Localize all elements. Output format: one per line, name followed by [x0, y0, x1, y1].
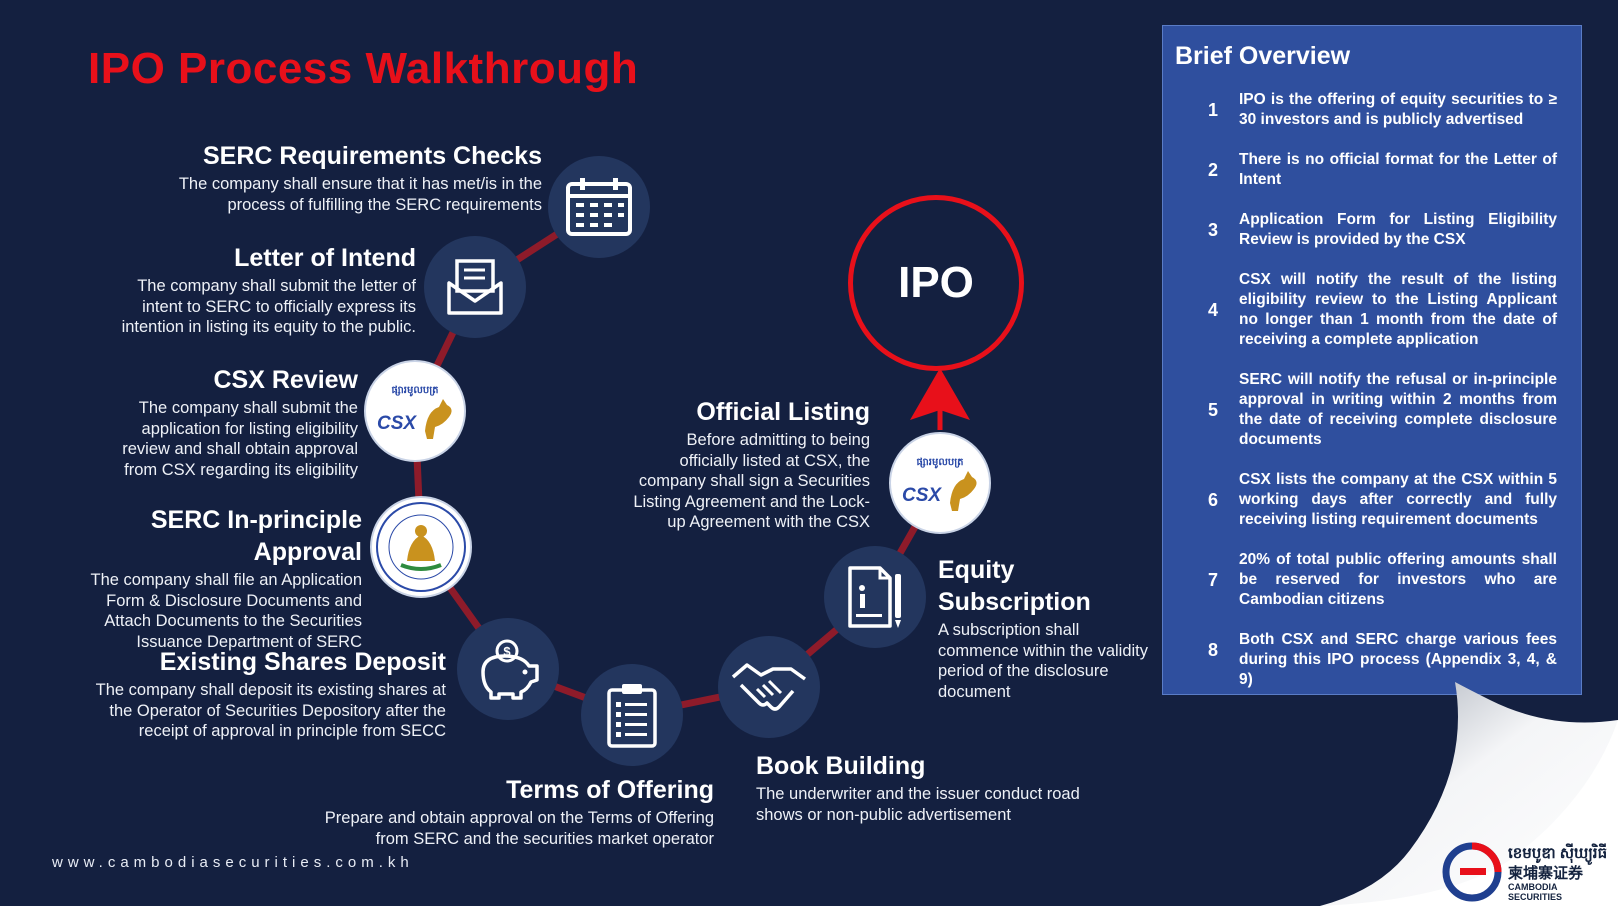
step-title: Official Listing — [696, 398, 870, 426]
up-arrow — [910, 368, 970, 430]
letter-of-intend-node — [424, 236, 526, 338]
page-curl — [1320, 682, 1618, 906]
existing-shares-node: $ — [457, 618, 559, 720]
overview-item-number: 3 — [1207, 220, 1218, 240]
overview-item-number: 6 — [1207, 490, 1218, 510]
step-description: A subscription shall commence within the… — [938, 621, 1149, 701]
overview-item-number: 1 — [1207, 100, 1218, 120]
csx-review-node: ផ្សារមូលបត្រ CSX — [364, 360, 466, 462]
step-title: CSX Review — [213, 366, 358, 394]
step-description: Prepare and obtain approval on the Terms… — [324, 809, 714, 848]
step-terms-offering: Terms of Offering Prepare and obtain app… — [312, 774, 714, 849]
envelope-letter-icon — [447, 259, 503, 315]
overview-item-text: CSX will notify the result of the listin… — [1239, 271, 1557, 348]
step-description: The company shall file an Application Fo… — [90, 571, 363, 651]
serc-requirements-node — [548, 156, 650, 258]
step-description: The company shall deposit its existing s… — [95, 681, 446, 740]
step-description: The company shall submit the application… — [122, 399, 358, 479]
step-title: SERC In-principle Approval — [150, 506, 362, 566]
ipo-label: IPO — [898, 258, 974, 307]
overview-item-text: CSX lists the company at the CSX within … — [1239, 471, 1557, 528]
clipboard-icon — [607, 684, 657, 748]
step-existing-shares: Existing Shares Deposit The company shal… — [94, 646, 446, 742]
step-serc-approval: SERC In-principle Approval The company s… — [66, 504, 363, 652]
step-equity-subscription: Equity Subscription A subscription shall… — [938, 554, 1158, 702]
csx-abbr-text: CSX — [902, 485, 942, 506]
step-csx-review: CSX Review The company shall submit the … — [110, 364, 358, 480]
overview-item-text: IPO is the offering of equity securities… — [1239, 91, 1557, 128]
csx-abbr-text: CSX — [377, 413, 417, 434]
ipo-circle: IPO — [848, 195, 1024, 371]
step-book-building: Book Building The underwriter and the is… — [756, 750, 1096, 825]
step-letter-of-intend: Letter of Intend The company shall submi… — [110, 242, 416, 338]
document-pen-icon — [848, 566, 901, 628]
step-title: Book Building — [756, 752, 926, 780]
overview-item-text: 20% of total public offering amounts sha… — [1239, 551, 1557, 608]
brief-overview-panel: Brief Overview 1 IPO is the offering of … — [1162, 25, 1582, 695]
overview-item-number: 2 — [1207, 160, 1218, 180]
official-listing-node: ផ្សារមូលបត្រ CSX — [889, 432, 991, 534]
serc-seal-icon — [376, 502, 466, 592]
step-official-listing: Official Listing Before admitting to bei… — [628, 396, 870, 533]
brand-khmer: ខេមបូឌា ស៊ីឃ្យូរិធី — [1508, 845, 1608, 862]
brand-english: CAMBODIA SECURITIES — [1508, 882, 1563, 902]
overview-heading: Brief Overview — [1175, 42, 1351, 70]
csx-logo-icon: ផ្សារមូលបត្រ CSX — [377, 385, 452, 439]
csx-logo-icon: ផ្សារមូលបត្រ CSX — [902, 457, 977, 511]
step-title: Equity Subscription — [938, 556, 1091, 616]
brand-logo: ខេមបូឌា ស៊ីឃ្យូរិធី 柬埔寨证券 CAMBODIA SECUR… — [1440, 842, 1610, 902]
step-title: Existing Shares Deposit — [159, 648, 446, 676]
svg-text:$: $ — [503, 644, 511, 659]
equity-subscription-node — [824, 546, 926, 648]
overview-item-text: Application Form for Listing Eligibility… — [1239, 211, 1557, 248]
terms-offering-node — [581, 664, 683, 766]
brand-chinese: 柬埔寨证券 — [1508, 865, 1584, 882]
arrow-head — [910, 368, 970, 420]
csx-khmer-text: ផ្សារមូលបត្រ — [391, 385, 438, 397]
overview-item-number: 8 — [1207, 640, 1218, 660]
overview-item-number: 4 — [1207, 300, 1218, 320]
step-serc-requirements: SERC Requirements Checks The company sha… — [150, 140, 542, 215]
overview-item-text: SERC will notify the refusal or in-princ… — [1239, 371, 1557, 448]
step-title: Letter of Intend — [234, 244, 416, 272]
page-title: IPO Process Walkthrough — [88, 44, 639, 93]
book-building-node — [718, 636, 820, 738]
serc-approval-node — [370, 496, 472, 598]
overview-item-text: Both CSX and SERC charge various fees du… — [1239, 631, 1557, 688]
csx-khmer-text: ផ្សារមូលបត្រ — [916, 457, 963, 469]
piggy-bank-icon: $ — [481, 639, 539, 700]
overview-item-number: 5 — [1207, 400, 1218, 420]
overview-item-text: There is no official format for the Lett… — [1239, 151, 1557, 188]
step-description: The underwriter and the issuer conduct r… — [756, 785, 1080, 824]
step-description: Before admitting to being officially lis… — [633, 431, 870, 531]
step-description: The company shall ensure that it has met… — [178, 175, 542, 214]
cambodia-securities-logo-icon — [1442, 842, 1502, 902]
step-title: Terms of Offering — [506, 776, 714, 804]
overview-item-number: 7 — [1207, 570, 1218, 590]
website-url: www.cambodiasecurities.com.kh — [52, 854, 414, 871]
step-title: SERC Requirements Checks — [202, 142, 542, 170]
handshake-icon — [731, 663, 807, 711]
step-description: The company shall submit the letter of i… — [121, 277, 416, 336]
calendar-icon — [566, 178, 632, 236]
